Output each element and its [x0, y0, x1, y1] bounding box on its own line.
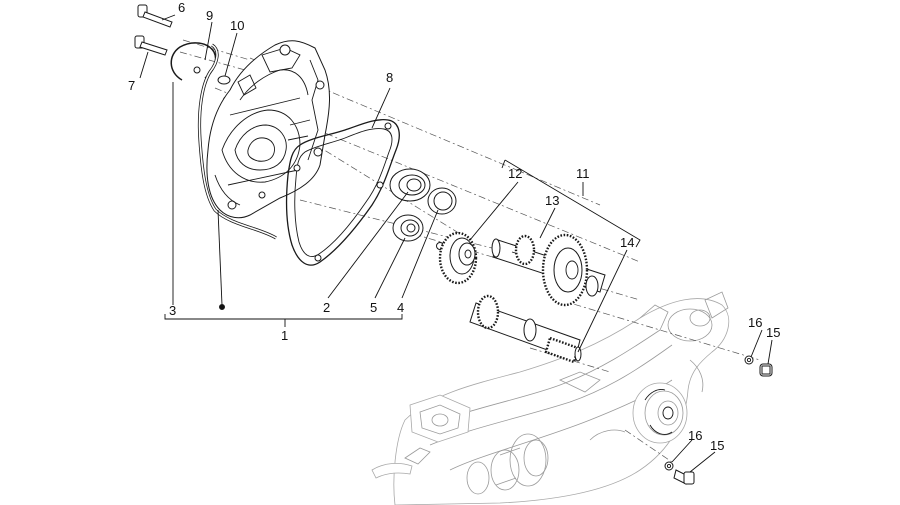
callout-10: 10: [230, 18, 244, 33]
output-shaft-14: [469, 294, 582, 364]
callout-3: 3: [169, 303, 176, 318]
callout-1: 1: [281, 328, 288, 343]
bolt-6: [137, 4, 173, 28]
bolt-7: [134, 35, 168, 56]
screw-15b: [673, 469, 695, 485]
callout-13: 13: [545, 193, 559, 208]
gasket-8: [285, 119, 400, 266]
oil-seal-4: [427, 187, 457, 215]
transmission-cover: [206, 40, 331, 219]
callout-14: 14: [620, 235, 634, 250]
callout-16-lower: 16: [688, 428, 702, 443]
leader-lines: [139, 14, 773, 473]
washer-16a: [744, 355, 754, 365]
callout-16-upper: 16: [748, 315, 762, 330]
callout-8: 8: [386, 70, 393, 85]
bearing-large: [389, 168, 431, 202]
washer-16b: [664, 461, 674, 471]
callout-4: 4: [397, 300, 404, 315]
callout-11: 11: [576, 166, 590, 181]
callout-2: 2: [323, 300, 330, 315]
callout-6: 6: [178, 0, 185, 15]
callout-15-upper: 15: [766, 325, 780, 340]
screw-15a: [759, 363, 773, 377]
callout-15-lower: 15: [710, 438, 724, 453]
callout-9: 9: [206, 8, 213, 23]
engine-housing-ghost: [371, 291, 730, 505]
intermediate-gear-12: [438, 231, 478, 285]
callout-12: 12: [508, 166, 522, 181]
bearing-5: [392, 214, 424, 242]
callout-5: 5: [370, 300, 377, 315]
countershaft-13: [491, 233, 606, 307]
callout-labels: 6 9 10 7 8 12 11 13 14 3 2 5 4 1 16 15 1…: [128, 0, 780, 453]
callout-7: 7: [128, 78, 135, 93]
